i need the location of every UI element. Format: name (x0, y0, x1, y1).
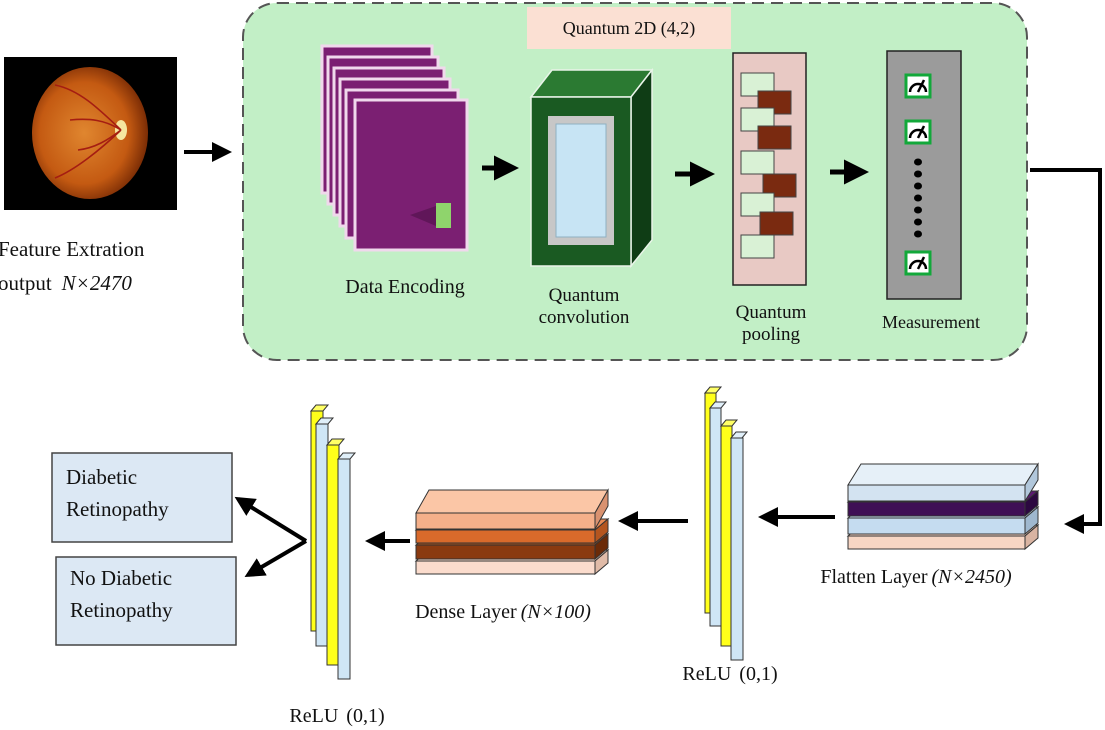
output-diabetic-box (51, 452, 233, 543)
dense-layer (414, 488, 610, 576)
measurement-label: Measurement (882, 312, 980, 332)
pooling-label-line2: pooling (742, 324, 801, 345)
quantum-title: Quantum 2D (4,2) (563, 18, 695, 39)
meter-icon (904, 250, 932, 276)
ellipsis-dots (914, 158, 922, 238)
flatten-layer (846, 462, 1040, 551)
conv-label-line1: Quantum (549, 285, 620, 306)
fundus-image (4, 57, 177, 210)
arrow-to-diabetic (234, 496, 308, 543)
meter-icon (904, 119, 932, 145)
output-diabetic-line1: Diabetic (66, 465, 137, 489)
encoding-stack (320, 44, 469, 252)
relu-left-label: ReLU(0,1) (289, 705, 384, 727)
relu-mid-block (703, 386, 749, 661)
pooling-block (732, 52, 807, 286)
pooling-label-line1: Quantum (736, 302, 807, 323)
measurement-block (886, 50, 962, 300)
output-no-diabetic-box (55, 556, 237, 646)
conv-label-line2: convolution (539, 307, 630, 328)
meter-icon (904, 73, 932, 99)
flatten-label: Flatten Layer(N×2450) (820, 566, 1012, 588)
conv-cube (529, 67, 654, 269)
relu-left-block (309, 404, 357, 680)
arrow-to-no-diabetic (244, 539, 308, 578)
output-no-diabetic-line2: Retinopathy (70, 598, 173, 622)
input-label-line1: Feature Extration (0, 237, 145, 261)
dense-label: Dense Layer(N×100) (415, 601, 591, 623)
encoding-label: Data Encoding (345, 276, 464, 298)
output-no-diabetic-line1: No Diabetic (70, 566, 172, 590)
arrow-quantum-to-flatten (1030, 168, 1102, 534)
output-diabetic-line2: Retinopathy (66, 497, 169, 521)
relu-mid-label: ReLU(0,1) (682, 663, 777, 685)
quantum-title-box (527, 7, 731, 49)
